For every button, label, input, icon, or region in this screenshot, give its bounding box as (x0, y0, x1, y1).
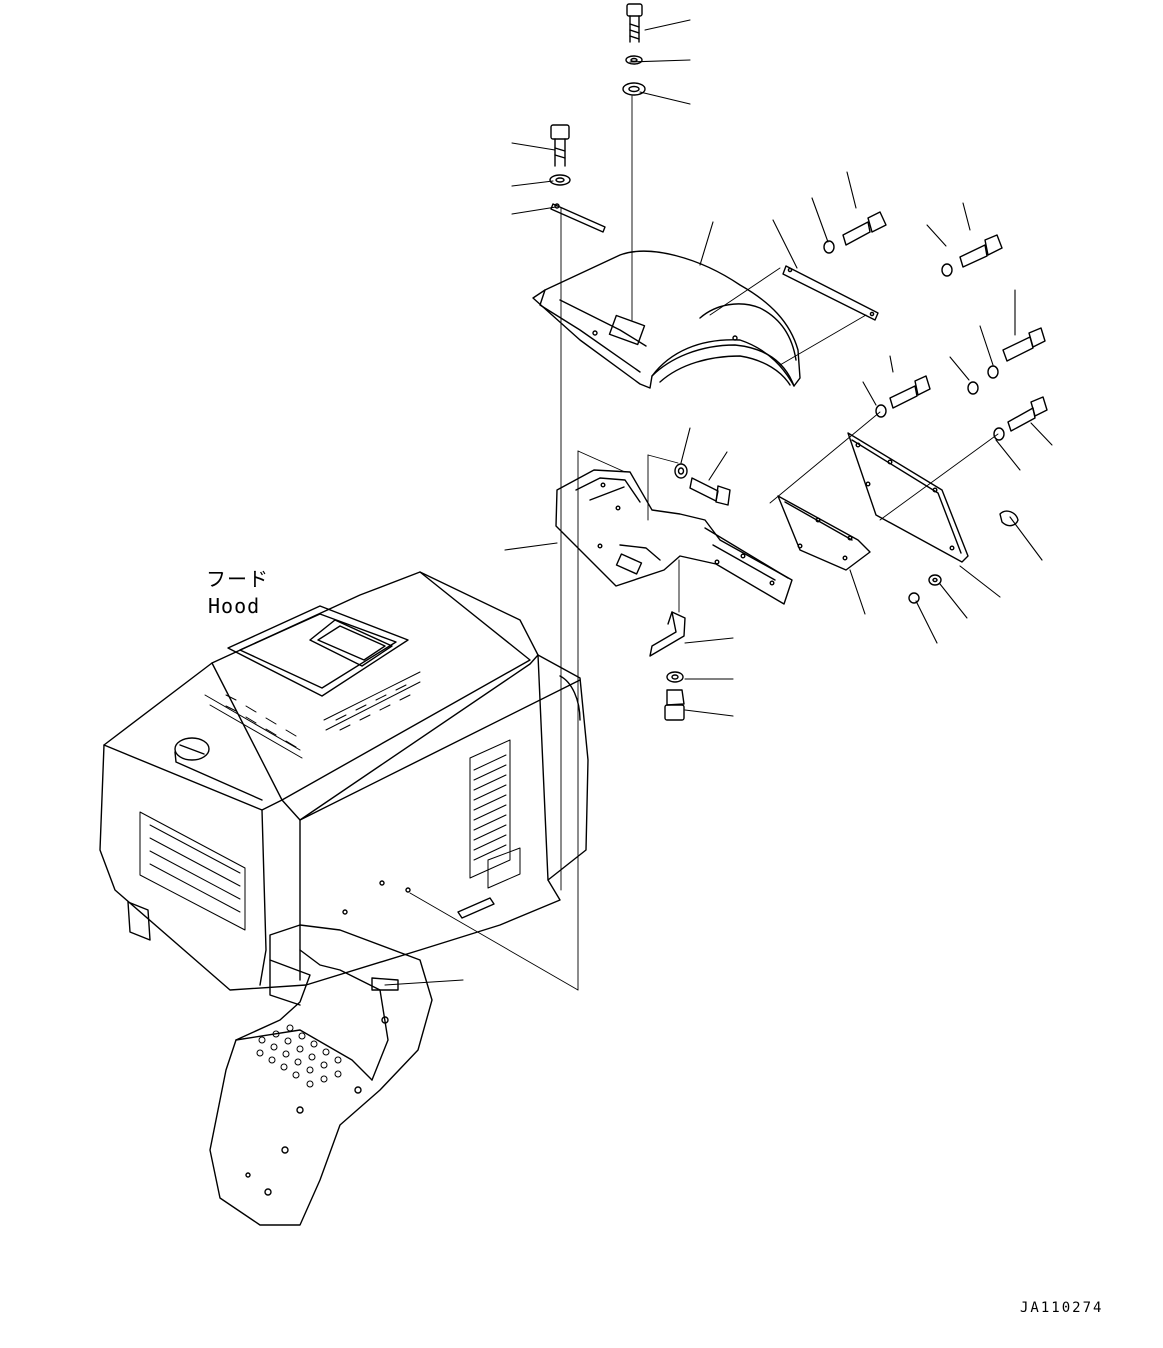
side-bolts (824, 212, 1047, 440)
step-bracket (210, 925, 432, 1225)
side-radiator-grille (470, 740, 520, 888)
left-bolt-stack (550, 125, 605, 232)
hood-label-english: Hood (208, 594, 261, 618)
alignment-lines (410, 96, 998, 990)
hood-label-japanese: フード (206, 567, 269, 591)
middle-bolt-washer (675, 464, 730, 505)
cover-bracket-strip (783, 266, 878, 320)
front-side-vent (140, 812, 245, 930)
upper-cover-part (533, 251, 800, 388)
step-holes (257, 1025, 341, 1087)
plate-washers (909, 511, 1018, 603)
top-bolt-stack (623, 4, 645, 95)
top-vent-grilles (205, 672, 420, 758)
cover-plate-large (848, 433, 968, 562)
drawing-code: JA110274 (1020, 1300, 1104, 1316)
cover-plate-small (778, 496, 870, 570)
hood-body (100, 572, 588, 990)
lower-bracket-stack (650, 612, 685, 720)
leader-lines (385, 20, 1052, 985)
mounting-bracket (556, 470, 792, 604)
